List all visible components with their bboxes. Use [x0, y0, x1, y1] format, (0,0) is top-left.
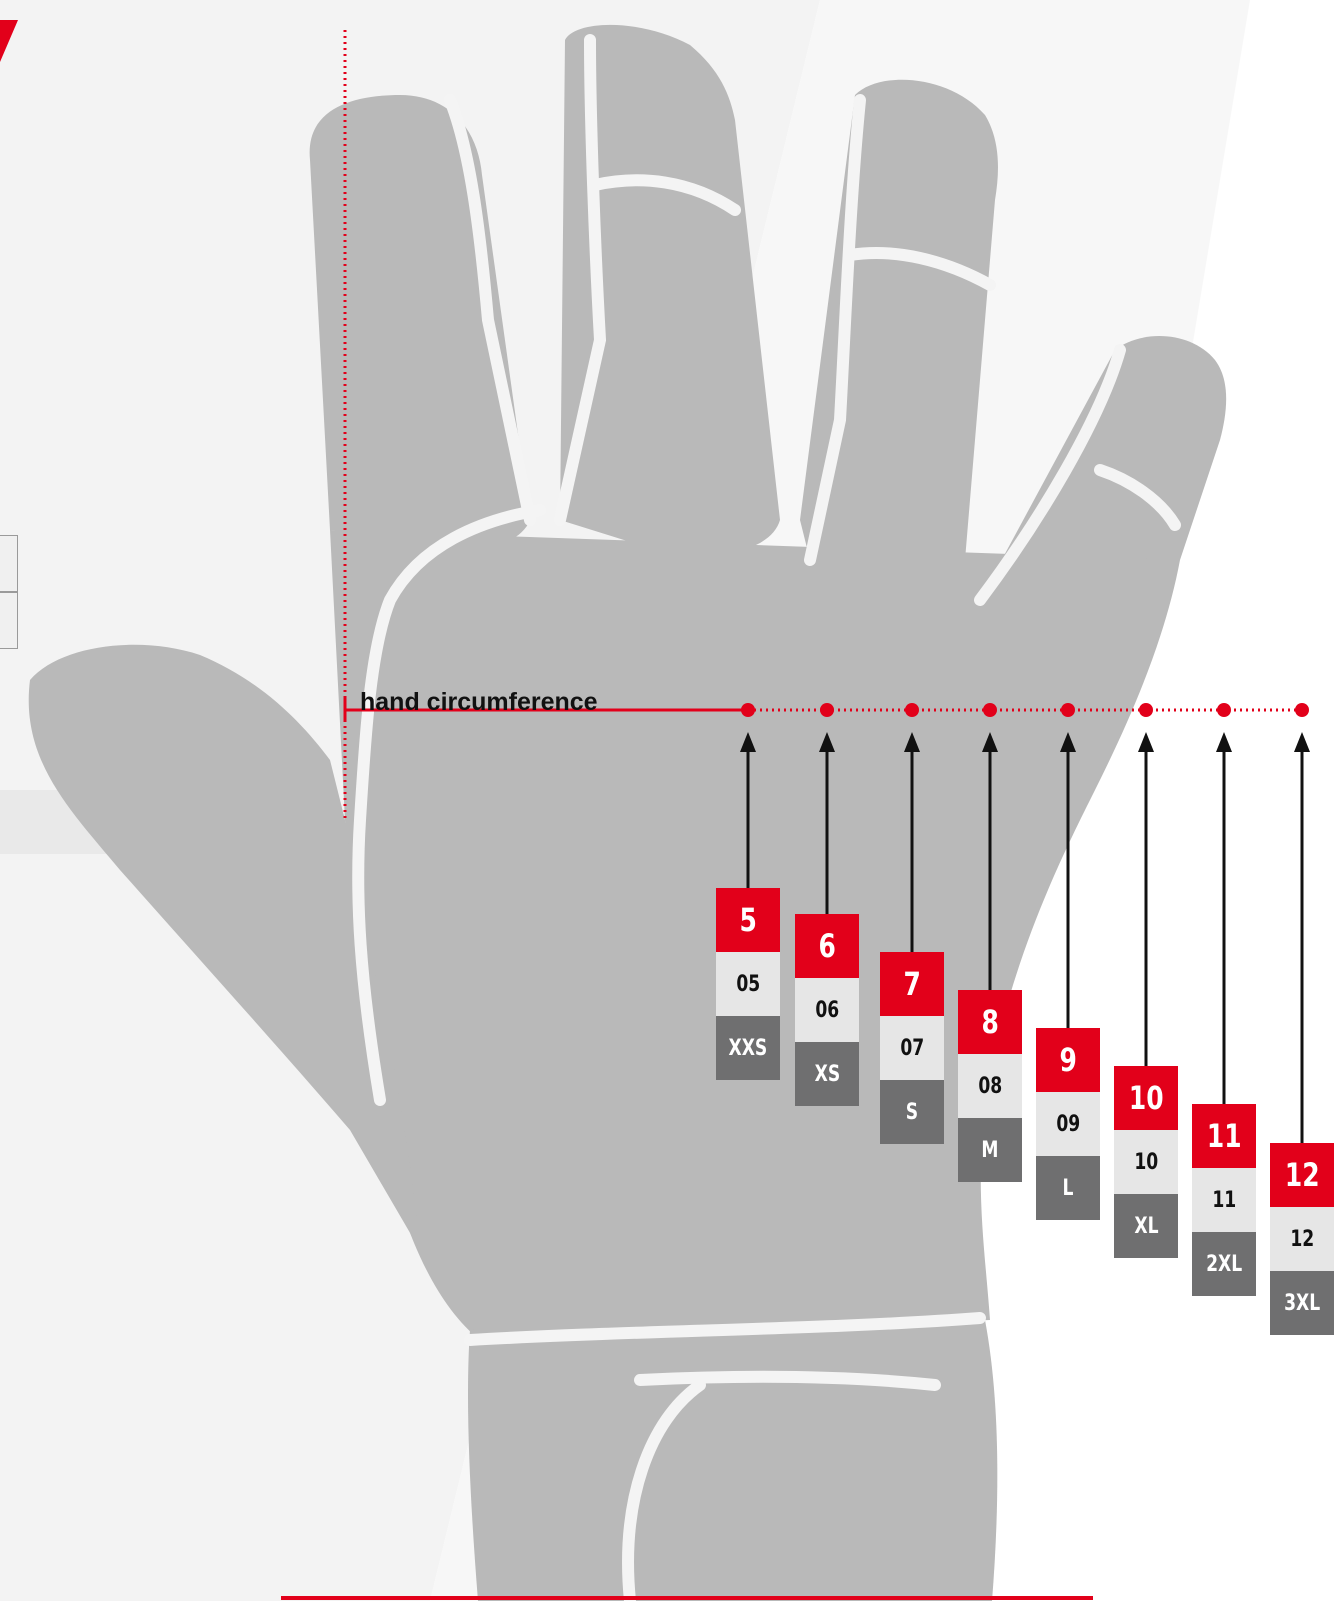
- size-letter-text: M: [981, 1138, 998, 1163]
- size-number: 9: [1036, 1028, 1100, 1092]
- size-arrow-head: [1138, 732, 1154, 752]
- size-code-text: 05: [736, 972, 760, 997]
- side-box-bottom: [0, 592, 18, 649]
- size-letter-text: 2XL: [1206, 1252, 1242, 1277]
- side-box-top: [0, 535, 18, 592]
- size-letter: XL: [1114, 1194, 1178, 1258]
- size-letter-text: L: [1063, 1176, 1074, 1201]
- size-code: 05: [716, 952, 780, 1016]
- size-letter: 2XL: [1192, 1232, 1256, 1296]
- size-number-text: 6: [818, 927, 835, 965]
- size-letter: S: [880, 1080, 944, 1144]
- size-number: 12: [1270, 1143, 1334, 1207]
- size-letter: XXS: [716, 1016, 780, 1080]
- size-number: 5: [716, 888, 780, 952]
- size-number-text: 7: [903, 965, 920, 1003]
- size-number-text: 11: [1207, 1117, 1242, 1155]
- size-letter: XS: [795, 1042, 859, 1106]
- size-column: 11 11 2XL: [1192, 1104, 1256, 1296]
- size-number: 6: [795, 914, 859, 978]
- size-letter-text: XXS: [729, 1036, 768, 1061]
- size-number-text: 8: [981, 1003, 998, 1041]
- size-marker-dot: [983, 703, 997, 717]
- size-letter-text: 3XL: [1284, 1291, 1320, 1316]
- size-letter: M: [958, 1118, 1022, 1182]
- size-code-text: 08: [978, 1074, 1002, 1099]
- size-marker-dot: [905, 703, 919, 717]
- size-code: 06: [795, 978, 859, 1042]
- size-number-text: 5: [739, 901, 756, 939]
- hand-circumference-label: hand circumference: [360, 688, 598, 717]
- size-letter: L: [1036, 1156, 1100, 1220]
- size-number: 8: [958, 990, 1022, 1054]
- size-letter: 3XL: [1270, 1271, 1334, 1335]
- size-column: 12 12 3XL: [1270, 1143, 1334, 1335]
- size-marker-dot: [1295, 703, 1309, 717]
- size-code-text: 07: [900, 1036, 924, 1061]
- size-code-text: 10: [1134, 1150, 1158, 1175]
- size-number: 10: [1114, 1066, 1178, 1130]
- size-marker-dot: [741, 703, 755, 717]
- size-letter-text: S: [906, 1100, 918, 1125]
- size-code: 10: [1114, 1130, 1178, 1194]
- size-number-text: 12: [1285, 1156, 1320, 1194]
- size-code-text: 12: [1290, 1227, 1314, 1252]
- size-code: 08: [958, 1054, 1022, 1118]
- size-letter-text: XS: [814, 1062, 840, 1087]
- size-code-text: 11: [1212, 1188, 1236, 1213]
- size-marker-dot: [1061, 703, 1075, 717]
- size-code-text: 06: [815, 998, 839, 1023]
- size-number-text: 10: [1129, 1079, 1164, 1117]
- size-marker-dot: [1139, 703, 1153, 717]
- size-marker-dot: [1217, 703, 1231, 717]
- size-code: 12: [1270, 1207, 1334, 1271]
- size-number-text: 9: [1059, 1041, 1076, 1079]
- size-number: 11: [1192, 1104, 1256, 1168]
- size-arrow-head: [1294, 732, 1310, 752]
- size-arrow-head: [1216, 732, 1232, 752]
- size-code-text: 09: [1056, 1112, 1080, 1137]
- size-code: 11: [1192, 1168, 1256, 1232]
- size-marker-dot: [820, 703, 834, 717]
- size-number: 7: [880, 952, 944, 1016]
- size-letter-text: XL: [1134, 1214, 1158, 1239]
- size-code: 07: [880, 1016, 944, 1080]
- size-code: 09: [1036, 1092, 1100, 1156]
